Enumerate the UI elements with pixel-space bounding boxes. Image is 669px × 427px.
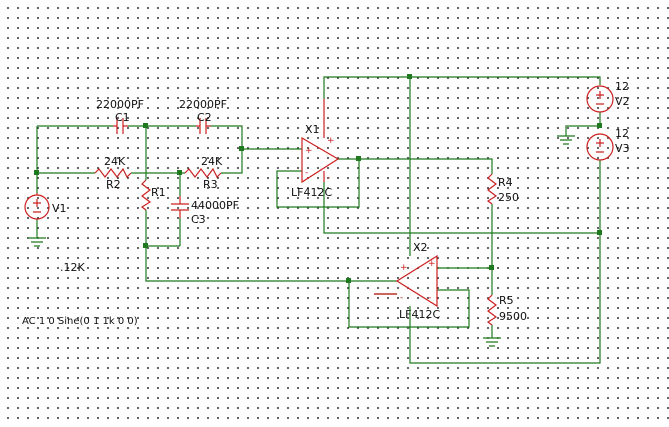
wire-x1-feedback — [276, 159, 360, 208]
wire-resistor-row — [37, 149, 243, 174]
resistor-r4[interactable]: R4 250 — [486, 173, 519, 205]
opamp-x2[interactable]: + - + - X2 LF412C — [374, 241, 440, 321]
resistor-r2[interactable]: 24K R2 — [94, 155, 132, 191]
c3-ref-label: C3 — [191, 213, 206, 226]
x1-supply-minus-label: - — [327, 173, 330, 183]
r5-value-label: 9500 — [499, 310, 527, 323]
x2-output-minus-label: - — [428, 293, 431, 303]
v3-ref-label: V3 — [615, 142, 630, 155]
voltage-source-v2[interactable]: 12 V2 — [586, 80, 630, 113]
v2-value-label: 12 — [615, 80, 629, 93]
x2-ref-label: X2 — [413, 241, 428, 254]
c3-value-label: 44000PF — [191, 199, 239, 212]
c2-value-label: 22000PF — [179, 98, 227, 111]
v1-source-annotation: AC 1 0 Sine(0 1 1k 0 0) — [22, 316, 138, 327]
ground-icon — [557, 135, 575, 145]
wire-capacitor-row — [37, 125, 243, 149]
voltage-source-v3[interactable]: 12 V3 — [586, 127, 630, 161]
r5-ref-label: R5 — [499, 294, 514, 307]
wire-r1-c3 — [145, 126, 181, 247]
capacitor-c3[interactable]: 44000PF C3 — [171, 196, 239, 226]
c2-ref-label: C2 — [197, 111, 212, 124]
wire-x1-output — [338, 158, 493, 174]
ground-icon — [483, 337, 501, 347]
junction-dot — [239, 146, 244, 151]
r2-ref-label: R2 — [106, 178, 121, 191]
resistor-r1[interactable]: R1 — [140, 179, 166, 211]
v2-ref-label: V2 — [615, 95, 630, 108]
opamp-x1[interactable]: + - + - X1 LF412C — [291, 99, 340, 199]
r2-value-label: 24K — [104, 155, 126, 168]
junction-dot — [597, 230, 602, 235]
junction-dot — [143, 123, 148, 128]
r3-value-label: 24K — [201, 155, 223, 168]
resistor-r5[interactable]: R5 9500 — [486, 294, 527, 326]
ground-icon — [28, 237, 46, 247]
x2-plus-pin-label: + — [400, 263, 408, 273]
r1-value-annotation: .12K — [60, 261, 85, 274]
junction-dot — [407, 74, 412, 79]
x1-ref-label: X1 — [305, 123, 320, 136]
junction-dot — [346, 278, 351, 283]
wire-midpoint-ground — [565, 125, 600, 136]
wire-negative-rail — [409, 112, 601, 364]
x1-part-label: LF412C — [291, 186, 332, 199]
junction-dot — [356, 156, 361, 161]
wires — [36, 76, 601, 364]
junction-dot — [143, 243, 148, 248]
r1-ref-label: R1 — [151, 186, 166, 199]
x2-output-plus-label: + — [428, 259, 436, 269]
r4-value-label: 250 — [498, 191, 519, 204]
x2-minus-pin-label: - — [400, 293, 403, 303]
resistor-r3[interactable]: 24K R3 — [184, 155, 223, 191]
junction-dot — [34, 170, 39, 175]
junction-dot — [597, 123, 602, 128]
v3-value-label: 12 — [615, 127, 629, 140]
x1-supply-plus-label: + — [327, 136, 335, 146]
x1-minus-pin-label: - — [305, 168, 308, 178]
v1-ref-label: V1 — [52, 202, 67, 215]
x2-part-label: LF412C — [399, 308, 440, 321]
capacitor-c2[interactable]: 22000PF C2 — [179, 98, 227, 134]
r4-ref-label: R4 — [498, 176, 513, 189]
wire-x1-negative-supply — [323, 182, 600, 234]
junction-dot — [177, 170, 182, 175]
r3-ref-label: R3 — [203, 178, 218, 191]
x1-plus-pin-label: + — [305, 146, 313, 156]
wire-x2-inverting — [145, 246, 397, 282]
voltage-source-v1[interactable]: V1 — [24, 193, 67, 220]
wire-top-rail — [323, 76, 601, 99]
c1-ref-label: C1 — [115, 111, 130, 124]
junction-dot — [489, 265, 494, 270]
c1-value-label: 22000PF — [96, 98, 144, 111]
capacitor-c1[interactable]: 22000PF C1 — [96, 98, 144, 134]
junctions — [34, 74, 602, 283]
